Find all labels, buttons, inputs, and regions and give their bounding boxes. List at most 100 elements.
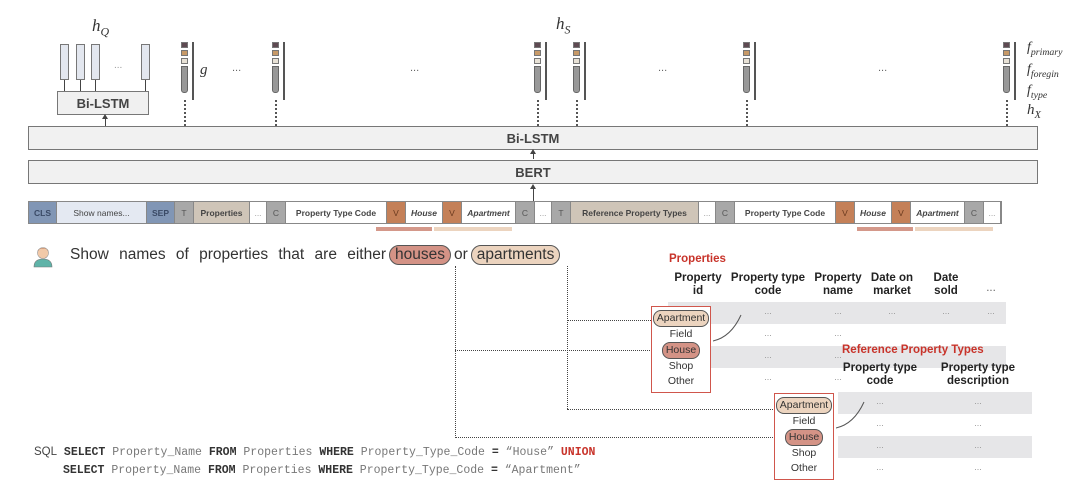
ellipsis: ... bbox=[410, 62, 420, 74]
properties-cell: ... bbox=[764, 350, 772, 360]
schema-token-vector bbox=[743, 42, 756, 100]
value-apartment: Apartment bbox=[652, 310, 710, 327]
sequence-token-v: V bbox=[443, 202, 462, 223]
value-other: Other bbox=[790, 462, 818, 474]
question-text: Show names of properties that are either… bbox=[70, 245, 563, 265]
sequence-token-v: V bbox=[387, 202, 406, 223]
dotted-connector bbox=[184, 100, 186, 126]
token-group-bracket bbox=[1014, 42, 1016, 100]
properties-table-title: Properties bbox=[669, 253, 726, 265]
properties-header: ... bbox=[986, 282, 996, 294]
reference-cell: ... bbox=[876, 462, 884, 472]
foreign-feature-square bbox=[534, 50, 541, 56]
arrow-up-icon bbox=[530, 149, 536, 154]
dotted-connector bbox=[537, 100, 539, 126]
reference-cell: ... bbox=[974, 396, 982, 406]
ellipsis: ... bbox=[658, 62, 668, 74]
primary-feature-square bbox=[272, 42, 279, 48]
reference-cell: ... bbox=[876, 440, 884, 450]
primary-feature-square bbox=[1003, 42, 1010, 48]
sql-identifier: Property_Type_Code bbox=[353, 446, 492, 459]
sequence-token-c: C bbox=[716, 202, 735, 223]
f-primary-label: fprimary bbox=[1027, 40, 1063, 58]
schema-token-vector bbox=[573, 42, 586, 100]
type-feature-square bbox=[272, 58, 279, 64]
sequence-token-e: ... bbox=[984, 202, 1001, 223]
foreign-feature-square bbox=[743, 50, 750, 56]
sql-label: SQL bbox=[34, 446, 58, 458]
apartment-underline bbox=[434, 227, 512, 231]
dotted-connector bbox=[746, 100, 748, 126]
hidden-state-bar bbox=[181, 66, 188, 93]
sequence-token-v: V bbox=[892, 202, 911, 223]
sql-keyword: = bbox=[491, 446, 499, 459]
sequence-token-v: V bbox=[836, 202, 855, 223]
properties-cell: ... bbox=[834, 372, 842, 382]
foreign-feature-square bbox=[272, 50, 279, 56]
bert-block: BERT bbox=[28, 160, 1038, 184]
sequence-token-sep: SEP bbox=[147, 202, 175, 223]
properties-cell: ... bbox=[764, 306, 772, 316]
value-apartment: Apartment bbox=[775, 397, 833, 414]
properties-cell: ... bbox=[942, 306, 950, 316]
primary-feature-square bbox=[573, 42, 580, 48]
question-vector bbox=[76, 44, 85, 80]
reference-row bbox=[838, 436, 1032, 458]
dotted-connector bbox=[275, 100, 277, 126]
question-vector bbox=[60, 44, 69, 80]
sequence-token-vv: Apartment bbox=[462, 202, 516, 223]
reference-cell: ... bbox=[974, 418, 982, 428]
sql-keyword: WHERE bbox=[318, 464, 353, 477]
reference-table-title: Reference Property Types bbox=[842, 344, 984, 356]
ellipsis: ... bbox=[878, 62, 888, 74]
apartments-mention: apartments bbox=[470, 245, 561, 265]
hidden-state-bar bbox=[534, 66, 541, 93]
type-feature-square bbox=[1003, 58, 1010, 64]
properties-cell: ... bbox=[834, 350, 842, 360]
hidden-state-bar bbox=[743, 66, 750, 93]
hidden-state-bar bbox=[1003, 66, 1010, 93]
sql-identifier: Properties bbox=[235, 464, 319, 477]
house-underline bbox=[376, 227, 432, 231]
properties-header: Date on market bbox=[870, 272, 914, 297]
sequence-token-e: ... bbox=[535, 202, 552, 223]
question-vector bbox=[141, 44, 150, 80]
question-vector bbox=[91, 44, 100, 80]
sequence-token-cls: CLS bbox=[29, 202, 57, 223]
properties-cell: ... bbox=[834, 328, 842, 338]
value-other: Other bbox=[667, 375, 695, 387]
value-shop: Shop bbox=[791, 447, 817, 459]
schema-token-vector bbox=[272, 42, 285, 100]
value-shop: Shop bbox=[668, 360, 694, 372]
arrow-up-icon bbox=[530, 184, 536, 189]
foreign-feature-square bbox=[181, 50, 188, 56]
houses-mention: houses bbox=[389, 245, 451, 265]
reference-cell: ... bbox=[876, 396, 884, 406]
question-prefix: Show names of properties that are either bbox=[70, 246, 387, 263]
sql-line-2: SELECT Property_Name FROM Properties WHE… bbox=[63, 464, 581, 477]
primary-feature-square bbox=[181, 42, 188, 48]
sql-keyword: FROM bbox=[208, 446, 237, 459]
properties-cell: ... bbox=[834, 306, 842, 316]
token-group-bracket bbox=[584, 42, 586, 100]
sql-identifier: Property_Name bbox=[104, 464, 208, 477]
properties-row bbox=[668, 346, 1006, 368]
reference-row bbox=[838, 392, 1032, 414]
properties-header: Property id bbox=[674, 272, 722, 297]
g-label: g bbox=[200, 62, 208, 78]
properties-header: Property name bbox=[814, 272, 862, 297]
reference-cell: ... bbox=[876, 418, 884, 428]
h-q-label: hQ bbox=[92, 16, 110, 39]
hidden-state-bar bbox=[272, 66, 279, 93]
sql-identifier: “House” bbox=[498, 446, 561, 459]
type-feature-square bbox=[743, 58, 750, 64]
foreign-feature-square bbox=[573, 50, 580, 56]
dotted-connector bbox=[1006, 100, 1008, 126]
sequence-token-q: Show names... bbox=[57, 202, 147, 223]
h-x-label: hX bbox=[1027, 102, 1041, 121]
value-field: Field bbox=[792, 415, 816, 427]
properties-header: Property type code bbox=[730, 272, 806, 297]
question-bilstm-block: Bi-LSTM bbox=[57, 91, 149, 115]
